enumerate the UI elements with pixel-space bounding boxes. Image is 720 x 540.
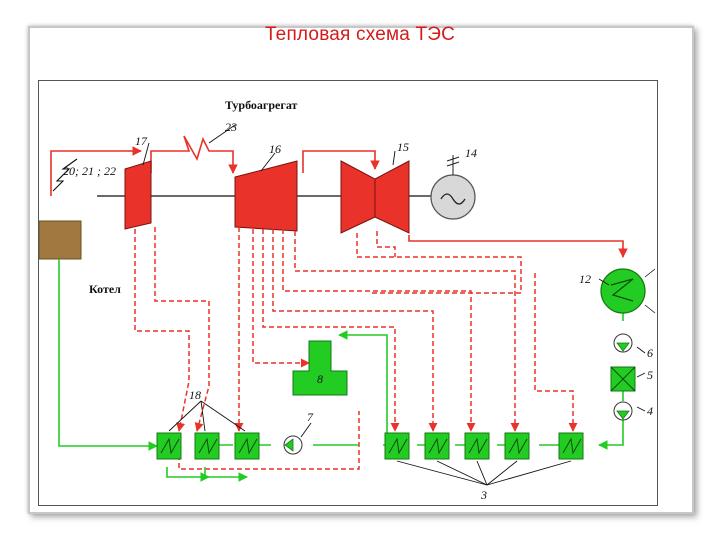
label-12: 12 — [579, 272, 591, 286]
pump-6 — [613, 333, 633, 353]
lp-heaters-3 — [384, 432, 584, 460]
label-6: 6 — [647, 346, 653, 360]
hp-heaters-18 — [156, 432, 260, 460]
label-4: 4 — [647, 404, 653, 418]
diagram-canvas: Турбоагрегат Котел 23 17 16 15 14 12 20;… — [39, 98, 656, 502]
heater-lp-1 — [384, 432, 410, 460]
heater-hp-3 — [234, 432, 260, 460]
label-17: 17 — [135, 134, 148, 148]
label-15: 15 — [397, 140, 409, 154]
label-23: 23 — [225, 120, 237, 134]
label-5: 5 — [647, 368, 653, 382]
label-turboaggregate: Турбоагрегат — [225, 98, 298, 112]
turbine-lp-15a — [340, 160, 376, 234]
condenser-12 — [600, 268, 656, 314]
feed-pump-7 — [283, 435, 303, 455]
boiler — [39, 220, 82, 260]
boiler-steam-tap — [52, 158, 78, 192]
pump-4 — [613, 401, 633, 421]
heater-hp-2 — [194, 432, 220, 460]
thermal-scheme-diagram: Турбоагрегат Котел 23 17 16 15 14 12 20;… — [38, 80, 658, 506]
label-boiler: Котел — [89, 282, 121, 296]
turbine-hp-17 — [124, 160, 152, 230]
main-steam-line — [50, 135, 628, 258]
label-14: 14 — [465, 146, 477, 160]
label-16: 16 — [269, 142, 281, 156]
label-7: 7 — [307, 410, 314, 424]
heater-lp-3 — [464, 432, 490, 460]
generator-14 — [430, 155, 476, 220]
heater-lp-2 — [424, 432, 450, 460]
label-3: 3 — [480, 488, 487, 502]
heater-lp-5 — [558, 432, 584, 460]
filter-5 — [610, 366, 636, 392]
label-18: 18 — [189, 388, 201, 402]
extraction-lines — [134, 227, 578, 470]
leader-lines — [142, 124, 646, 486]
deaerator-8 — [292, 340, 348, 396]
label-8: 8 — [317, 372, 323, 386]
heater-lp-4 — [504, 432, 530, 460]
slide-title: Тепловая схема ТЭС — [264, 24, 456, 45]
heater-hp-1 — [156, 432, 182, 460]
label-20-21-22: 20; 21 ; 22 — [63, 164, 116, 178]
turbine-lp-15b — [374, 160, 410, 234]
turbine-ip-16 — [234, 160, 298, 232]
